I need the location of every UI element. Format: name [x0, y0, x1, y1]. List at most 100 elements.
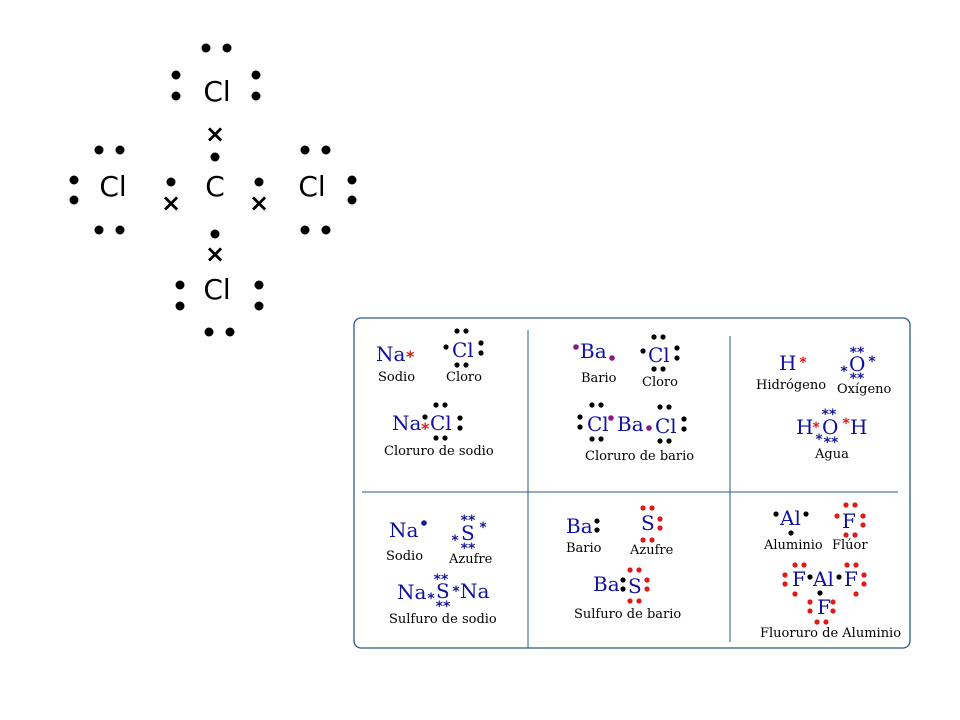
fluorine-electron-red	[860, 513, 866, 519]
chlorine-symbol: Cl	[648, 343, 670, 367]
fluorine-electron-red	[844, 562, 850, 568]
sulfur-valence-star: *	[479, 520, 487, 536]
sulfur-shared-stars: **	[434, 572, 449, 588]
bond-electron-dot	[210, 152, 220, 162]
electron-dot	[321, 145, 331, 155]
electron-dot	[347, 195, 357, 205]
water-caption: Agua	[814, 447, 849, 462]
valence-electron-purple	[646, 425, 652, 431]
chlorine-caption: Cloro	[446, 370, 482, 385]
barium-valence-electron	[594, 527, 600, 533]
electron-dot	[589, 402, 595, 408]
sulfur-electron-red	[644, 586, 650, 592]
cell-sodium-chloride: Na Cl Na Cl Sodio Cloro Cloruro de sodio…	[376, 328, 494, 459]
oxygen-symbol: O	[849, 352, 865, 376]
electron-dot	[225, 327, 235, 337]
fluorine-electron-red	[782, 581, 788, 587]
hydrogen-shared-star: *	[812, 420, 820, 436]
electron-dot	[589, 436, 595, 442]
fluorine-electron-red	[830, 608, 836, 614]
fluorine-electron-red	[782, 572, 788, 578]
sulfur-valence-stars: **	[461, 513, 476, 529]
electron-dot	[657, 404, 663, 410]
sodium-symbol: Na	[376, 342, 406, 366]
sodium-symbol-left: Na	[397, 580, 427, 604]
electron-dot	[457, 415, 463, 421]
electron-dot	[222, 43, 232, 53]
fluorine-electron-red	[807, 608, 813, 614]
sulfur-electron-red	[649, 505, 655, 511]
sodium-symbol-right: Na	[460, 579, 490, 603]
electron-dot	[651, 366, 657, 372]
electron-dot	[175, 280, 185, 290]
aluminium-symbol-compound: Al	[812, 567, 834, 591]
chlorine-caption: Cloro	[642, 375, 678, 390]
electron-dot	[94, 225, 104, 235]
hydrogen-caption: Hidrógeno	[756, 378, 826, 393]
electron-dot	[454, 362, 460, 368]
hydrogen-shared-star: *	[842, 416, 850, 432]
sulfur-symbol: S	[461, 521, 475, 545]
electron-dot	[463, 328, 469, 334]
electron-dot	[251, 70, 261, 80]
electron-dot	[666, 438, 672, 444]
barium-chloride-caption: Cloruro de bario	[585, 449, 694, 464]
fluorine-electron-red	[807, 599, 813, 605]
electron-dot	[657, 438, 663, 444]
ccl4-electron-dots	[69, 43, 357, 337]
electron-dot	[422, 414, 428, 420]
fluorine-electron-red	[853, 591, 859, 597]
oxygen-valence-star: *	[840, 364, 848, 380]
electron-dot	[94, 145, 104, 155]
electron-dot	[442, 435, 448, 441]
oxygen-valence-stars: **	[850, 345, 865, 361]
sodium-caption: Sodio	[386, 549, 423, 564]
fluorine-electron-red	[852, 532, 858, 538]
carbon-symbol: C	[205, 170, 225, 203]
sulfur-electron-red	[657, 516, 663, 522]
valence-electron-purple	[573, 344, 579, 350]
electron-dot	[660, 366, 666, 372]
electron-dot	[666, 404, 672, 410]
electron-dot	[201, 43, 211, 53]
electron-dot	[442, 402, 448, 408]
electron-dot	[674, 345, 680, 351]
electron-dot	[347, 175, 357, 185]
electron-dot	[478, 350, 484, 356]
sodium-valence-electron	[421, 520, 427, 526]
barium-symbol-compound: Ba	[593, 572, 620, 596]
valence-electron-purple	[608, 415, 614, 421]
aluminium-valence-electron	[773, 511, 779, 517]
electron-dot	[651, 334, 657, 340]
sulfur-electron-red	[657, 525, 663, 531]
sodium-caption: Sodio	[378, 370, 415, 385]
fluorine-electron-red	[860, 522, 866, 528]
aluminium-symbol: Al	[779, 506, 801, 530]
fluorine-electron-red	[852, 502, 858, 508]
shared-electron	[836, 574, 842, 580]
sulfur-electron-red	[627, 567, 633, 573]
sulfur-valence-star: *	[451, 533, 459, 549]
fluorine-electron-red	[792, 562, 798, 568]
hydrogen-valence-star: *	[799, 355, 807, 371]
oxygen-caption: Oxígeno	[837, 382, 892, 397]
fluorine-electron-red	[843, 532, 849, 538]
electron-dot	[115, 145, 125, 155]
fluorine-electron-red	[861, 572, 867, 578]
electron-dot	[300, 145, 310, 155]
chlorine-symbol-right: Cl	[655, 414, 677, 438]
fluorine-electron-red	[861, 581, 867, 587]
electron-dot	[681, 426, 687, 432]
sulfur-electron-red	[640, 505, 646, 511]
sodium-symbol-compound: Na	[392, 411, 422, 435]
fluorine-symbol-right: F	[844, 567, 858, 591]
bond-electron-dot	[166, 177, 176, 187]
carbon-electron-x-left: ×	[161, 189, 181, 217]
sulfur-electron-red	[627, 598, 633, 604]
barium-symbol: Ba	[566, 514, 593, 538]
electron-dot	[577, 414, 583, 420]
sulfur-symbol: S	[641, 511, 655, 535]
aluminium-caption: Aluminio	[763, 538, 823, 553]
oxygen-shared-stars: **	[824, 435, 839, 451]
